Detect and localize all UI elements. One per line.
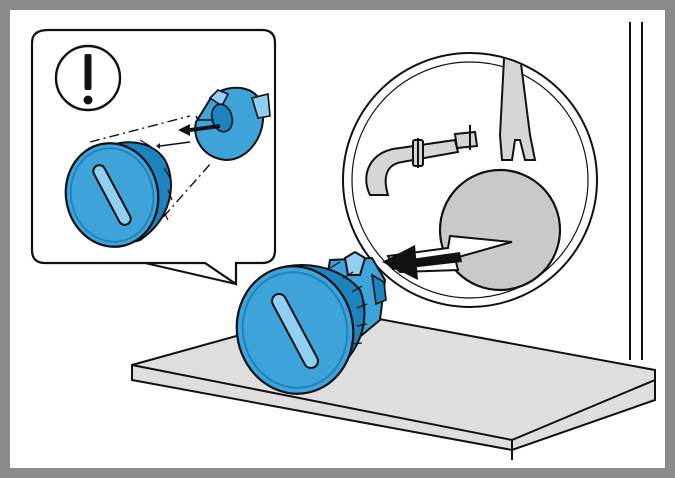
warning-icon xyxy=(56,46,120,110)
cabinet-edge xyxy=(630,22,642,360)
filter-opening xyxy=(440,170,560,290)
magnifier-view xyxy=(343,40,597,307)
tray-board xyxy=(132,310,655,460)
